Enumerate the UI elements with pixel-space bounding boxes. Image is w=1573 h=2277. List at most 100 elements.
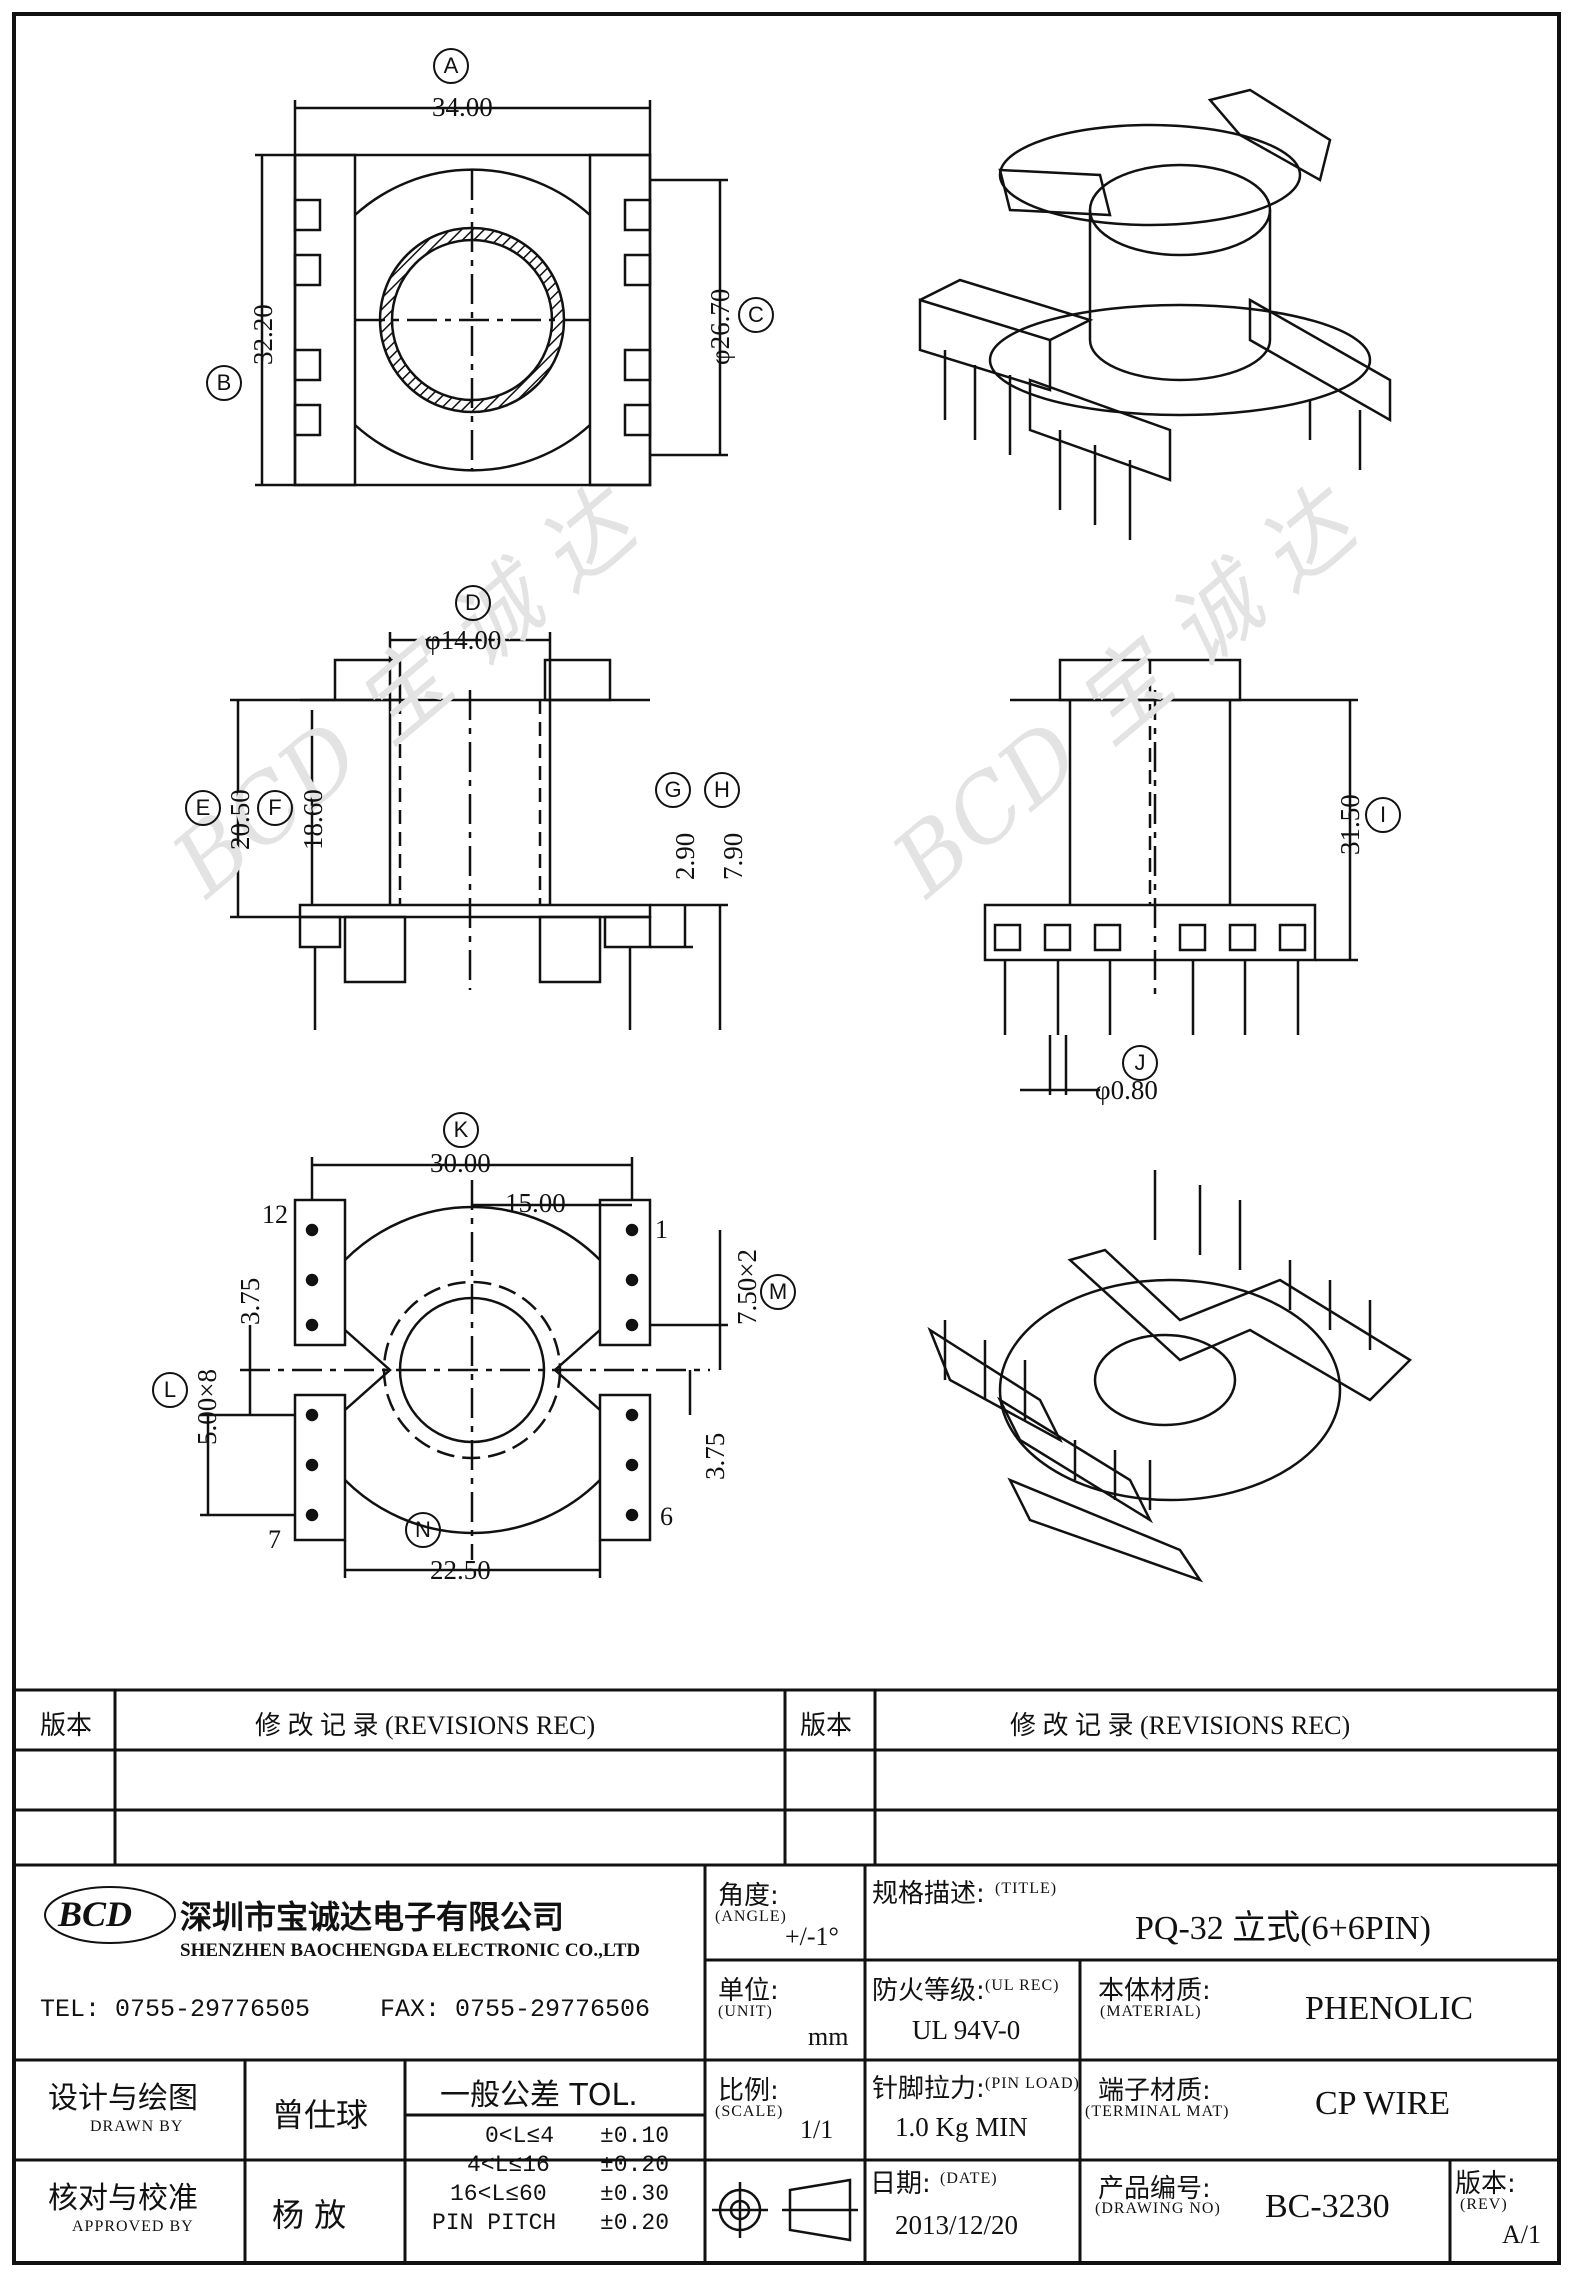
pinload-value: 1.0 Kg MIN <box>895 2112 1028 2142</box>
title-value: PQ-32 立式(6+6PIN) <box>1135 1910 1431 1947</box>
approved-by-name: 杨 放 <box>272 2196 347 2234</box>
tolerance-value: ±0.30 <box>600 2181 670 2207</box>
iso-view-top <box>918 88 1392 540</box>
pinload-label: 针脚拉力: <box>872 2074 985 2104</box>
rev-value: A/1 <box>1502 2220 1541 2249</box>
tolerance-range: PIN PITCH <box>432 2210 557 2236</box>
dim-letter-g: G <box>655 772 691 808</box>
dim-letter-c: C <box>738 297 774 333</box>
views <box>14 88 1559 2263</box>
dim-letter-l: L <box>152 1372 188 1408</box>
terminal-value: CP WIRE <box>1315 2085 1451 2122</box>
top-view <box>255 100 728 487</box>
drawno-value: BC-3230 <box>1265 2188 1390 2225</box>
dim-letter-k: K <box>443 1112 479 1148</box>
material-en: (MATERIAL) <box>1100 2003 1202 2020</box>
company-name-en: SHENZHEN BAOCHENGDA ELECTRONIC CO.,LTD <box>180 1940 641 1961</box>
drawno-en: (DRAWING NO) <box>1095 2200 1221 2217</box>
projection-symbol <box>712 2178 858 2242</box>
dim-value-h: 7.90 <box>718 832 748 880</box>
dim-value-a: 34.00 <box>432 92 493 122</box>
scale-label: 比例: <box>718 2076 779 2106</box>
company-name-cn: 深圳市宝诚达电子有限公司 <box>180 1898 565 1936</box>
terminal-en: (TERMINAL MAT) <box>1085 2103 1230 2120</box>
dim-value-c: φ26.70 <box>705 288 735 365</box>
dim-value-k2: 15.00 <box>505 1188 566 1218</box>
dim-letter-n: N <box>405 1512 441 1548</box>
dim-letter-h: H <box>704 772 740 808</box>
title-en: (TITLE) <box>995 1880 1058 1897</box>
scale-value: 1/1 <box>800 2115 834 2144</box>
pin-label-6: 6 <box>660 1502 673 1531</box>
date-value: 2013/12/20 <box>895 2210 1019 2240</box>
dim-value-l: 5.00×8 <box>192 1369 222 1445</box>
dim-letter-m: M <box>760 1274 796 1310</box>
pin-label-12: 12 <box>262 1200 288 1229</box>
title-label: 规格描述: <box>872 1879 985 1909</box>
rev-header-records-right: 修 改 记 录 (REVISIONS REC) <box>1010 1711 1351 1740</box>
rev-header-records-left: 修 改 记 录 (REVISIONS REC) <box>255 1711 596 1740</box>
material-label: 本体材质: <box>1098 1976 1211 2006</box>
company-fax: FAX: 0755-29776506 <box>380 1995 651 2024</box>
rev-header-version-right: 版本 <box>800 1711 853 1741</box>
dim-value-m2: 3.75 <box>700 1432 730 1480</box>
material-value: PHENOLIC <box>1305 1990 1474 2027</box>
tolerance-range: 16<L≤60 <box>450 2181 547 2207</box>
drawn-by-name: 曾仕球 <box>272 2096 369 2134</box>
angle-en: (ANGLE) <box>715 1908 787 1925</box>
dim-value-e: 20.50 <box>225 789 255 850</box>
drawno-label: 产品编号: <box>1098 2174 1211 2204</box>
unit-label: 单位: <box>718 1976 779 2006</box>
unit-value: mm <box>808 2022 849 2051</box>
tolerance-range: 0<L≤4 <box>485 2123 555 2149</box>
rev-en: (REV) <box>1460 2196 1508 2213</box>
dim-letter-i: I <box>1365 797 1401 833</box>
terminal-label: 端子材质: <box>1098 2076 1211 2106</box>
date-en: (DATE) <box>940 2170 998 2187</box>
dim-value-j: φ0.80 <box>1095 1075 1158 1105</box>
table-grid <box>14 1688 1559 2263</box>
company-tel: TEL: 0755-29776505 <box>40 1995 311 2024</box>
front-view <box>230 632 728 1030</box>
ul-value: UL 94V-0 <box>912 2015 1021 2045</box>
approved-by-label: 核对与校准 <box>48 2181 198 2216</box>
dim-value-i: 31.50 <box>1335 794 1365 855</box>
tolerance-range: 4<L≤16 <box>467 2152 550 2178</box>
dim-value-d: φ14.00 <box>425 625 502 655</box>
sheet-border <box>12 12 1561 2265</box>
dim-value-n: 22.50 <box>430 1555 491 1585</box>
date-label: 日期: <box>870 2169 931 2199</box>
tolerance-title: 一般公差 TOL. <box>440 2078 638 2113</box>
dim-value-m: 7.50×2 <box>732 1249 762 1325</box>
side-view <box>983 658 1358 1095</box>
dim-letter-b: B <box>206 365 242 401</box>
dim-value-b: 32.20 <box>248 304 278 365</box>
dim-letter-f: F <box>257 790 293 826</box>
approved-by-en: APPROVED BY <box>72 2218 194 2235</box>
scale-en: (SCALE) <box>715 2103 784 2120</box>
dim-value-k: 30.00 <box>430 1148 491 1178</box>
dim-letter-d: D <box>455 585 491 621</box>
rev-header-version-left: 版本 <box>40 1711 93 1741</box>
dim-value-g: 2.90 <box>670 832 700 880</box>
pin-label-7: 7 <box>268 1525 281 1554</box>
angle-value: +/-1° <box>785 1922 839 1951</box>
dim-letter-e: E <box>185 790 221 826</box>
rev-label: 版本: <box>1455 2169 1516 2199</box>
pinload-en: (PIN LOAD) <box>985 2075 1080 2092</box>
tolerance-value: ±0.10 <box>600 2123 670 2149</box>
ul-en: (UL REC) <box>985 1977 1060 1994</box>
drawn-by-en: DRAWN BY <box>90 2118 184 2135</box>
dim-value-l2: 3.75 <box>235 1277 265 1325</box>
dim-letter-a: A <box>433 48 469 84</box>
ul-label: 防火等级: <box>872 1976 985 2006</box>
drawn-by-label: 设计与绘图 <box>48 2081 198 2116</box>
tolerance-value: ±0.20 <box>600 2210 670 2236</box>
tolerance-value: ±0.20 <box>600 2152 670 2178</box>
angle-label: 角度: <box>718 1881 779 1911</box>
bottom-view <box>200 1157 728 1578</box>
unit-en: (UNIT) <box>718 2003 773 2020</box>
company-logo: BCD <box>58 1894 133 1934</box>
dim-value-f: 18.60 <box>298 789 328 850</box>
